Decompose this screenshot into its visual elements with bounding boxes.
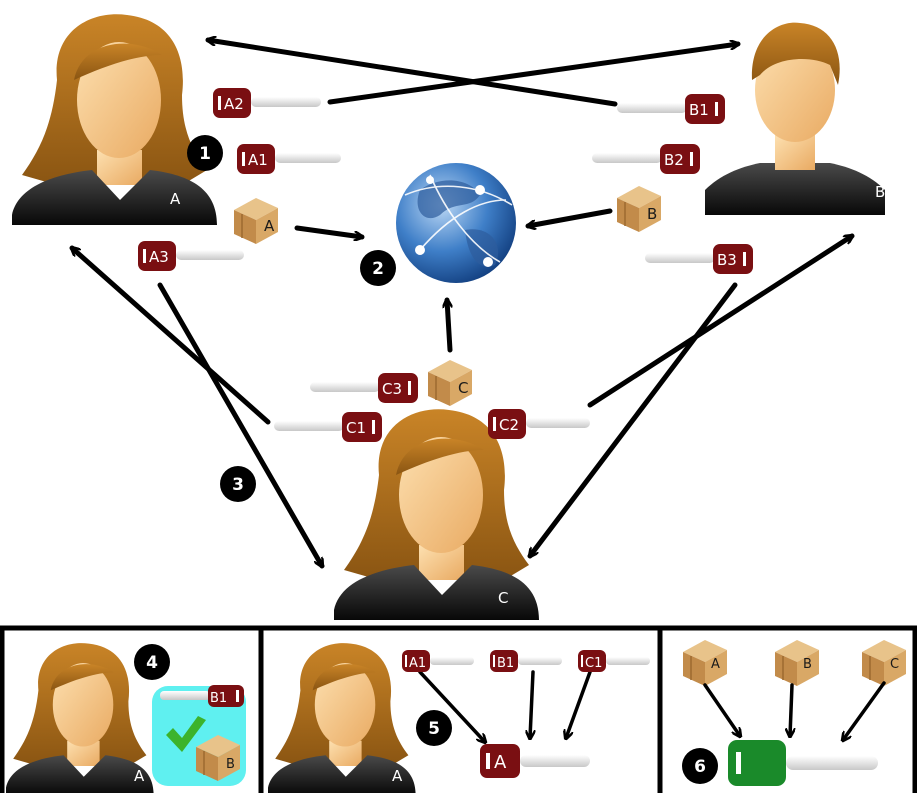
key-combined-red: A [480,744,590,778]
key-b3-label: B3 [717,251,737,269]
key-a3-label: A3 [149,248,169,266]
svg-text:6: 6 [694,757,706,777]
person-c-label: C [498,589,508,607]
key-icon [237,144,275,174]
key-b1-small2-label: B1 [497,656,514,671]
key-c1-small-label: C1 [585,656,602,671]
key-b2-label: B2 [664,151,684,169]
package-a-small: A [682,639,728,687]
checkmark-icon [166,716,206,752]
panel-6: A B C 6 [682,639,907,786]
key-icon [685,94,725,124]
key-icon [490,650,518,672]
key-icon [402,650,430,672]
package-icon [682,639,728,687]
package-c-small-label: C [890,657,899,672]
person-b: B [705,22,885,215]
svg-text:2: 2 [372,259,384,279]
step-5: 5 [416,710,452,746]
key-a1-label: A1 [248,151,268,169]
package-c-small: C [861,639,907,687]
package-c-label: C [458,379,468,397]
key-b1-small2: B1 [490,650,562,672]
person-icon [705,22,885,215]
package-b-small-label: B [226,757,235,772]
key-b2: B2 [592,144,700,174]
key-icon [213,88,251,118]
package-b-small2-label: B [803,657,812,672]
key-c3: C3 [310,373,418,403]
key-icon [488,409,526,439]
key-a3: A3 [138,241,244,271]
key-icon [342,412,382,442]
person-b-label: B [875,183,885,201]
package-c: C [427,359,473,407]
key-c2: C2 [488,409,590,439]
package-a-label: A [264,217,275,235]
key-icon [480,744,520,778]
key-a1-small: A1 [402,650,474,672]
key-b1-label: B1 [689,101,709,119]
svg-text:5: 5 [428,719,440,739]
step-3: 3 [220,466,256,502]
panel-5: A A1 B1 C1 5 A [268,643,650,793]
arrows [72,40,852,566]
step-6: 6 [682,748,718,784]
key-b1-small-label: B1 [210,691,227,706]
panel-4-person-label: A [134,767,145,785]
key-a1: A1 [237,144,341,174]
key-icon [713,244,753,274]
package-b: B [616,185,662,233]
panel-4: A 4 B1 B [6,643,246,793]
key-a2-label: A2 [224,95,244,113]
key-b3: B3 [645,244,753,274]
key-c1: C1 [274,412,382,442]
person-icon [6,643,154,793]
bottom-frame [0,625,917,793]
key-c2-label: C2 [499,416,519,434]
green-key-icon [728,740,878,786]
key-a2: A2 [213,88,321,118]
person-a-label: A [170,190,181,208]
svg-text:3: 3 [232,475,244,495]
key-icon [378,373,418,403]
panel-5-person-label: A [392,767,403,785]
person-a: A [12,14,217,226]
key-b1: B1 [617,94,725,124]
package-b-small2: B [774,639,820,687]
key-icon [208,685,244,707]
package-a: A [233,197,279,245]
step-1: 1 [187,135,223,171]
svg-text:4: 4 [146,653,158,673]
key-icon [660,144,700,174]
key-a1-small-label: A1 [409,656,426,671]
package-b-small: B [195,734,241,782]
package-icon [774,639,820,687]
person-c: C [334,409,539,620]
key-b1-small: B1 [160,685,244,707]
step-4: 4 [134,644,170,680]
package-b-label: B [647,205,657,223]
key-c3-label: C3 [382,380,402,398]
key-combined-label: A [494,752,507,773]
globe-icon [396,163,516,283]
step-2: 2 [360,250,396,286]
key-icon [138,241,176,271]
key-c1-small: C1 [578,650,650,672]
package-icon [861,639,907,687]
key-icon [578,650,606,672]
package-a-small-label: A [711,657,720,672]
key-c1-label: C1 [346,419,366,437]
person-icon [12,14,217,226]
svg-text:1: 1 [199,144,211,164]
